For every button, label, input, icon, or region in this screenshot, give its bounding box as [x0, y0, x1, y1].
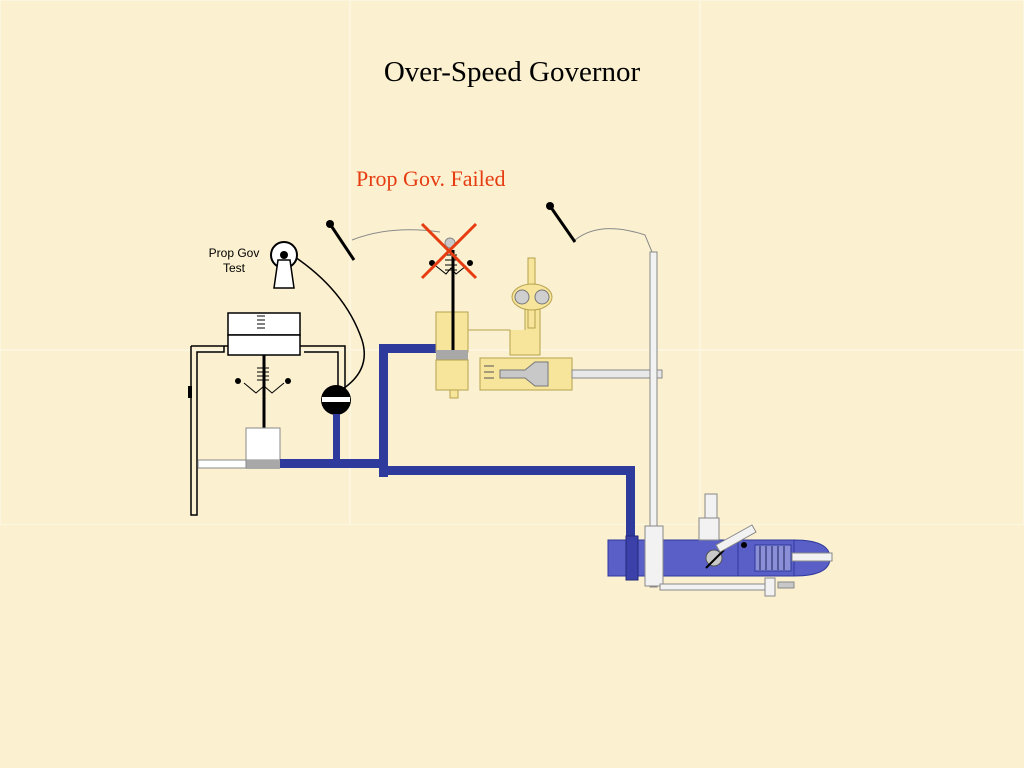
oil-line	[280, 344, 635, 544]
test-switch-label-line1: Prop Gov	[208, 246, 260, 260]
linkage-wire	[574, 228, 653, 253]
toggle-switch-icon[interactable]	[270, 241, 298, 289]
test-switch-label: Prop Gov Test	[198, 246, 270, 276]
feedback-rod	[649, 251, 658, 588]
background-tile	[0, 350, 350, 525]
switch-wire	[291, 254, 366, 393]
governor-body	[607, 493, 833, 597]
x-mark-icon	[420, 222, 478, 280]
background-tile	[0, 0, 350, 350]
linkage-wire	[351, 229, 441, 241]
lever-left	[326, 220, 356, 261]
slide-title: Over-Speed Governor	[383, 56, 641, 88]
prop-governor-housing	[188, 312, 346, 516]
lever-right	[546, 202, 577, 243]
failure-status: Prop Gov. Failed	[356, 166, 506, 191]
overspeed-valve	[429, 237, 663, 399]
solenoid-icon	[321, 385, 351, 415]
test-switch-label-line2: Test	[222, 261, 245, 275]
